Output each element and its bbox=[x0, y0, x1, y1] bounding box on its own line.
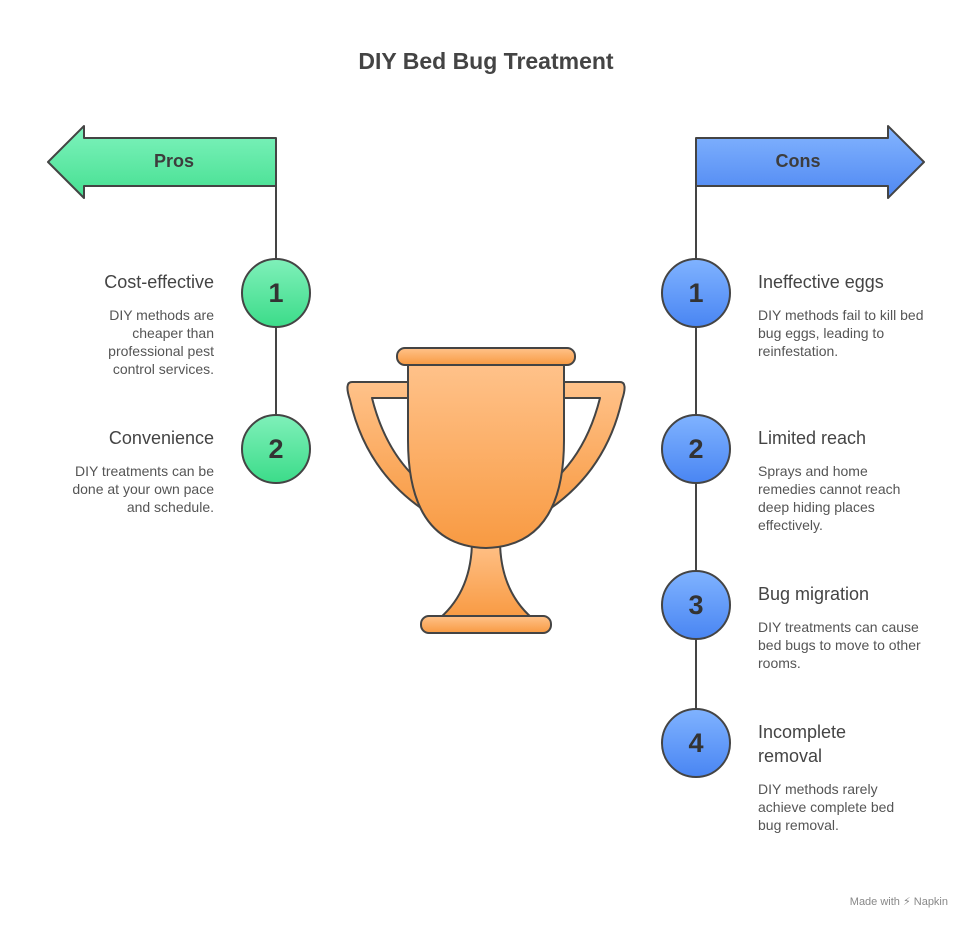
cons-item-3-desc: DIY treatments can cause bed bugs to mov… bbox=[758, 619, 921, 671]
cons-item-3-title: Bug migration bbox=[758, 584, 870, 604]
page-title: DIY Bed Bug Treatment bbox=[358, 48, 614, 74]
pros-label: Pros bbox=[153, 151, 195, 171]
pros-node-1: 1 bbox=[241, 258, 311, 328]
cons-node-2: 2 bbox=[661, 414, 731, 484]
cons-node-4: 4 bbox=[661, 708, 731, 778]
cons-item-2-desc: Sprays and home remedies cannot reach de… bbox=[758, 463, 901, 533]
footer-credit: Made with ⚡ Napkin bbox=[849, 896, 948, 908]
cons-item-1-title: Ineffective eggs bbox=[758, 272, 884, 292]
trophy-icon bbox=[346, 347, 626, 634]
cons-item-4-desc: DIY methods rarely achieve complete bed … bbox=[758, 781, 895, 833]
cons-node-1: 1 bbox=[661, 258, 731, 328]
cons-arrow bbox=[695, 125, 925, 199]
cons-item-4-title: Incomplete removal bbox=[758, 722, 847, 766]
cons-item-2-title: Limited reach bbox=[758, 428, 867, 448]
cons-label: Cons bbox=[775, 151, 821, 171]
cons-item-1-desc: DIY methods fail to kill bed bug eggs, l… bbox=[758, 307, 924, 359]
pros-item-2-desc: DIY treatments can be done at your own p… bbox=[72, 463, 214, 515]
pros-item-1-desc: DIY methods are cheaper than professiona… bbox=[108, 307, 214, 377]
pros-item-1-title: Cost-effective bbox=[104, 272, 214, 292]
pros-node-2: 2 bbox=[241, 414, 311, 484]
cons-node-3: 3 bbox=[661, 570, 731, 640]
pros-arrow bbox=[47, 125, 277, 199]
pros-item-2-title: Convenience bbox=[108, 428, 214, 448]
